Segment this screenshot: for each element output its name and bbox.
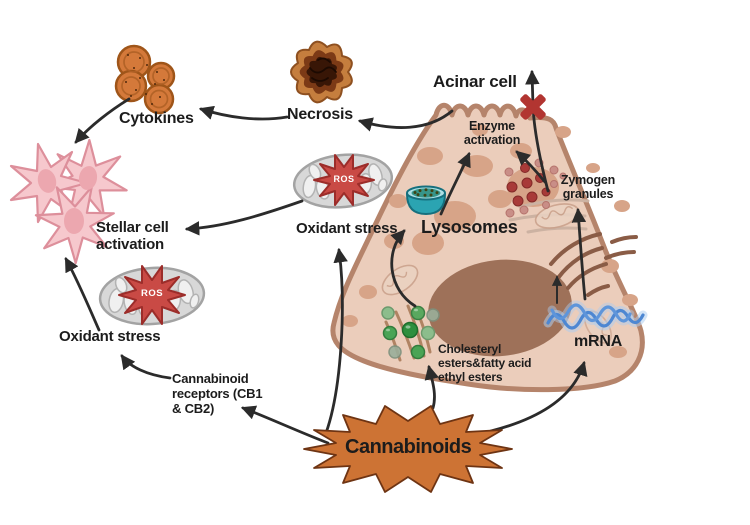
arrow-cytokines-to-stellar [74, 97, 131, 144]
arrow-cannabinoids-to-receptors [240, 405, 330, 445]
nucleus [428, 259, 572, 357]
cannabinoids-burst [303, 405, 513, 493]
necrosis-label: Necrosis [287, 106, 353, 123]
enzyme-activation-label: Enzyme activation [463, 119, 521, 148]
necrosis-blob [290, 40, 353, 104]
blocked-secretion-x-icon [520, 94, 546, 120]
arrow-oxidant-left-to-stellar [64, 257, 101, 332]
cytoplasm-spots [342, 124, 638, 358]
ros-label-left: ROS [140, 288, 164, 299]
arrow-zymogen-to-enzyme-activation [515, 150, 547, 184]
arrow-cell-to-necrosis [357, 109, 454, 132]
arrow-receptors-to-oxidant-left [120, 354, 172, 380]
cytokines-label: Cytokines [119, 110, 194, 127]
arrow-lysosomes-to-enzyme-activation [439, 152, 471, 216]
arrow-oxidant-to-stellar-activation [184, 199, 304, 236]
arrow-cannabinoids-to-oxidant-right [324, 247, 348, 435]
cannabinoid-receptors-label: Cannabinoid receptors (CB1 & CB2) [172, 371, 263, 416]
lysosomes-label: Lysosomes [421, 217, 518, 237]
mrna-strand [543, 300, 648, 333]
lysosome-enzyme-dots [413, 188, 439, 197]
arrow-esters-to-lysosomes [390, 229, 417, 308]
oxidant-stress-right-label: Oxidant stress [296, 220, 398, 237]
lysosome-bowl [405, 185, 447, 216]
arrow-cannabinoids-to-esters [424, 364, 439, 410]
mitochondrion-sketches [381, 203, 612, 344]
acinar-cell-label: Acinar cell [433, 72, 517, 91]
endoplasmic-reticulum [549, 232, 638, 297]
ros-burst-left [118, 265, 186, 325]
ros-label-right: ROS [333, 174, 355, 184]
cholesteryl-esters-label: Cholesteryl esters&fatty acid ethyl este… [438, 342, 532, 384]
arrow-mrna-to-zymogen [571, 207, 587, 301]
oxidant-stress-left-label: Oxidant stress [59, 328, 161, 345]
mrna-label: mRNA [574, 333, 623, 350]
cannabinoids-label: Cannabinoids [345, 436, 472, 458]
zymogen-granules-label: Zymogen granules [560, 173, 616, 202]
arrow-cannabinoids-to-mrna [489, 360, 588, 433]
stellar-cells [9, 131, 138, 271]
stellar-cell-nuclei [37, 166, 98, 234]
ros-burst-right [313, 154, 375, 206]
stellar-cell-activation-label: Stellar cell activation [96, 219, 169, 254]
cholesteryl-ester-granules [381, 305, 440, 360]
cytokines-cluster [114, 44, 176, 115]
arrow-necrosis-to-cytokines [198, 105, 289, 121]
